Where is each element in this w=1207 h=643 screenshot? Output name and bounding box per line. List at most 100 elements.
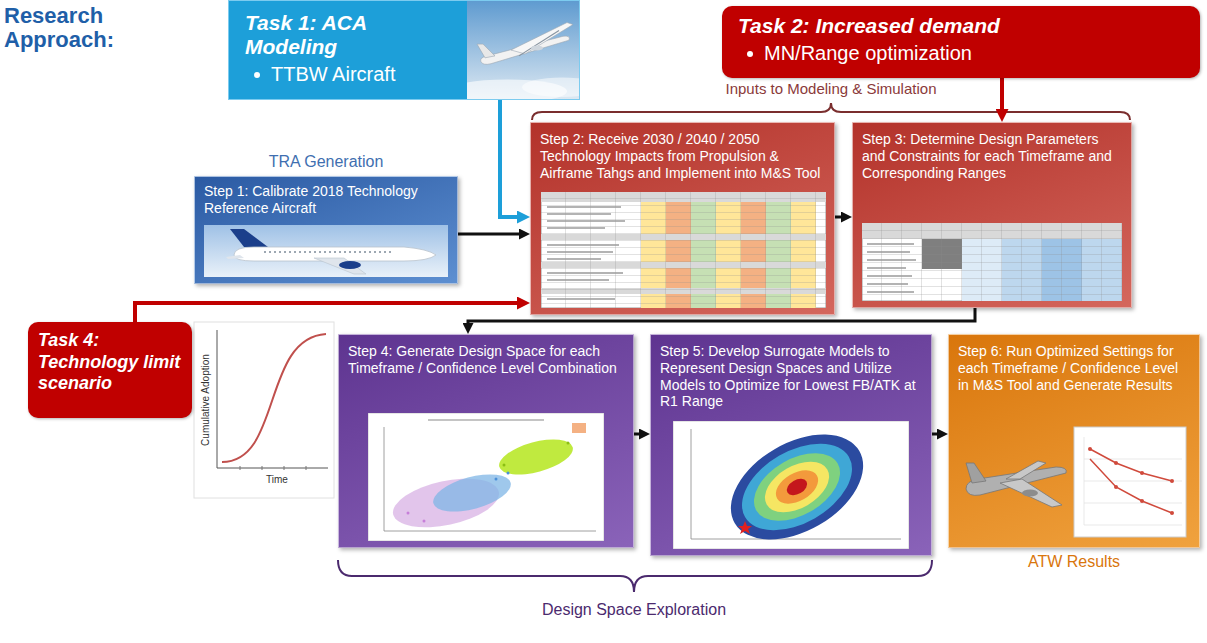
illustration-part [742, 439, 851, 534]
illustration-part [862, 223, 1122, 301]
illustration-part [547, 207, 625, 299]
illustration-part [713, 421, 882, 549]
illustration-part [511, 23, 573, 54]
illustration-part [691, 429, 692, 539]
illustration-part [429, 467, 515, 519]
illustration-part [306, 466, 307, 470]
text-area: Step 5: Develop Surrogate Models to Repr… [651, 335, 931, 418]
illustration-part [384, 531, 596, 532]
illustration-part [284, 466, 285, 470]
illustration-part [495, 478, 498, 481]
illustration-part [222, 334, 326, 462]
illustration-part [1088, 447, 1092, 451]
text-area: Task 4: Technology limit scenario [28, 322, 192, 403]
illustration-part [572, 423, 586, 433]
connector-arrow [634, 433, 639, 436]
task-box: Task 4: Technology limit scenario [28, 322, 192, 418]
illustration-part [784, 475, 810, 498]
illustration-part [384, 427, 385, 531]
axis-label: Cumulative Adoption [200, 340, 212, 460]
illustration-part [495, 433, 576, 482]
illustration-part [194, 322, 334, 498]
illustration-part [240, 466, 241, 470]
node-text: Step 2: Receive 2030 / 2040 / 2050 Techn… [540, 131, 825, 181]
illustration-part [262, 466, 263, 470]
illustration-part [217, 468, 328, 469]
illustration-part [204, 225, 448, 277]
group-label: Design Space Exploration [484, 600, 784, 619]
text-area: Step 6: Run Optimized Settings for each … [949, 335, 1199, 401]
illustration-part [217, 330, 218, 468]
node-text: Step 4: Generate Design Space for each T… [348, 343, 624, 377]
illustration-part [541, 192, 826, 308]
illustration-part [867, 244, 916, 292]
text-area: Step 3: Determine Design Parameters and … [853, 123, 1131, 189]
illustration-part [368, 413, 604, 541]
illustration-part [1114, 461, 1118, 465]
illustration-part [314, 258, 366, 274]
task-text: Task 4: Technology limit scenario [38, 330, 182, 395]
text-area: Step 1: Calibrate 2018 Technology Refere… [195, 177, 457, 223]
illustration-part [428, 419, 544, 421]
illustration-part [226, 255, 244, 259]
task-box: Task 1: ACA ModelingTTBW Aircraft [228, 0, 580, 100]
illustration-part [1022, 490, 1038, 497]
outside-heading: ATW Results [949, 553, 1199, 571]
connector-arrow [458, 233, 519, 236]
ttbw-aircraft-photo [467, 1, 579, 99]
text-area: Step 2: Receive 2030 / 2040 / 2050 Techn… [531, 123, 834, 189]
design-parameter-table [862, 223, 1122, 301]
illustration-part [230, 229, 268, 247]
task-text: Task 2: Increased demand [738, 14, 1184, 38]
illustration-part [1140, 471, 1144, 475]
task-box: Task 2: Increased demandMN/Range optimiz… [722, 6, 1200, 78]
illustration-part [738, 521, 752, 534]
illustration-part [862, 223, 1122, 301]
task-text: MN/Range optimization [738, 42, 1184, 65]
adoption-curve-chart [194, 322, 334, 498]
illustration-part [503, 464, 506, 467]
node-text: Step 5: Develop Surrogate Models to Repr… [660, 343, 922, 410]
connector-arrow [932, 433, 937, 436]
illustration-part [531, 46, 543, 51]
illustration-part [423, 520, 426, 523]
illustration-part [770, 463, 824, 510]
text-area: Task 2: Increased demandMN/Range optimiz… [722, 6, 1200, 73]
connector-arrow [500, 100, 517, 217]
illustration-part [1114, 485, 1118, 489]
axis-label: Time [252, 474, 302, 486]
process-box: Step 3: Determine Design Parameters and … [852, 122, 1132, 308]
illustration-part [507, 472, 510, 475]
inputs-bracket [532, 103, 1130, 120]
illustration-part [264, 251, 394, 253]
design-space-scatter [368, 413, 604, 541]
illustration-part [541, 192, 826, 308]
illustration-part [519, 30, 559, 55]
group-label: Inputs to Modeling & Simulation [701, 80, 961, 98]
illustration-part [1084, 437, 1182, 525]
connector-arrow [835, 216, 841, 219]
diagram-title: Research Approach: [4, 4, 129, 52]
node-text: Step 6: Run Optimized Settings for each … [958, 343, 1190, 393]
illustration-part [339, 261, 361, 269]
text-area: Task 1: ACA ModelingTTBW Aircraft [229, 1, 579, 94]
results-aircraft-and-chart [960, 423, 1188, 541]
illustration-part [756, 451, 838, 522]
process-box: Step 1: Calibrate 2018 Technology Refere… [194, 176, 458, 284]
outside-heading: TRA Generation [195, 153, 457, 171]
process-box: Step 2: Receive 2030 / 2040 / 2050 Techn… [530, 122, 835, 315]
illustration-part [1170, 511, 1174, 515]
illustration-part [713, 421, 882, 549]
illustration-part [966, 463, 986, 483]
task-text: Task 1: ACA Modeling [245, 11, 461, 59]
reference-aircraft-photo [204, 225, 448, 277]
process-box: Step 4: Generate Design Space for each T… [338, 334, 634, 548]
process-box: Step 5: Develop Surrogate Models to Repr… [650, 334, 932, 556]
process-box: Step 6: Run Optimized Settings for each … [948, 334, 1200, 548]
illustration-part [567, 442, 570, 445]
design-space-bracket [338, 560, 932, 592]
illustration-part [477, 44, 495, 58]
text-area: Step 4: Generate Design Space for each T… [339, 335, 633, 385]
illustration-part [1140, 499, 1144, 503]
